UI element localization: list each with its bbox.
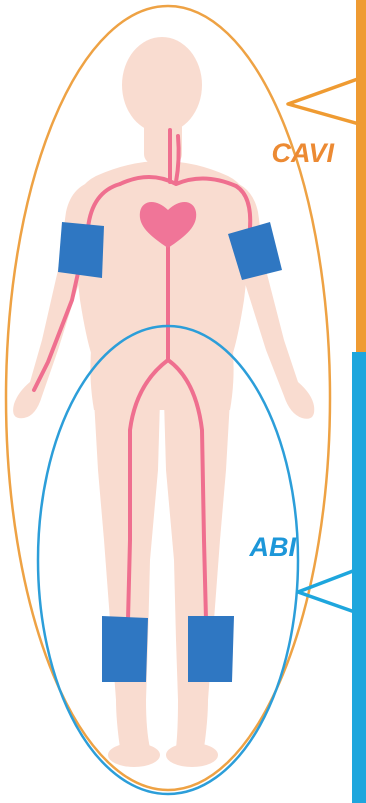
abi-label: ABI [249,532,297,562]
left-leg [94,400,160,748]
left-ankle-cuff [102,616,148,682]
cavi-callout-line [288,76,366,126]
cavi-callout [288,76,366,126]
right-foot [166,743,218,767]
human-body-silhouette [13,37,314,767]
right-ankle-cuff [188,616,234,682]
left-foot [108,743,160,767]
cavi-label: CAVI [271,138,334,168]
right-panel-blue [352,352,366,803]
right-leg [164,400,230,748]
left-arm-cuff [58,222,104,278]
right-panel-orange [356,0,366,375]
neck [144,118,182,164]
